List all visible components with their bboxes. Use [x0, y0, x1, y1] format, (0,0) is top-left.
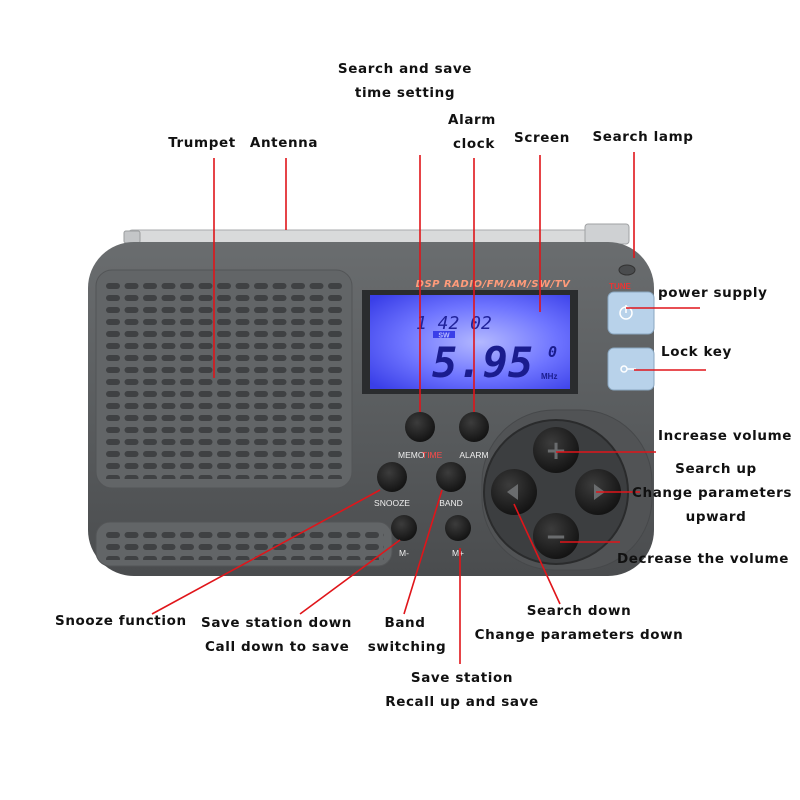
callout-save-station-2: Recall up and save: [385, 694, 539, 710]
callout-band-1: Band: [384, 615, 426, 631]
m-plus-label: M+: [452, 548, 464, 558]
leader-search-down: [513, 503, 561, 605]
svg-text:TUNE: TUNE: [609, 282, 631, 291]
search-down-button[interactable]: [491, 469, 537, 515]
lcd-frequency: 5.95: [432, 338, 533, 387]
leader-snooze: [151, 489, 381, 615]
callout-lock-key: Lock key: [661, 344, 732, 360]
volume-up-button[interactable]: +: [533, 427, 579, 473]
antenna: [123, 223, 630, 245]
callout-save-down-2: Call down to save: [205, 639, 350, 655]
power-button[interactable]: [607, 291, 655, 335]
callout-change-up-1: Change parameters: [632, 485, 793, 501]
lcd-unit: MHz: [541, 372, 557, 381]
callout-antenna: Antenna: [249, 135, 319, 151]
lcd-screen: 1 42 02 SW 5.95 0 MHz: [362, 290, 578, 394]
memo-time-button[interactable]: [405, 412, 435, 442]
minus-icon: −: [545, 522, 567, 552]
callout-search-down-1: Search down: [526, 603, 632, 619]
callout-snooze-function: Snooze function: [55, 613, 187, 629]
left-arrow-icon: [507, 484, 518, 500]
lcd-band: SW: [438, 333, 450, 340]
volume-down-button[interactable]: −: [533, 513, 579, 559]
callout-alarm-2: clock: [453, 136, 495, 152]
alarm-label: ALARM: [459, 450, 488, 460]
panel-text: DSP RADIO/FM/AM/SW/TV: [416, 279, 571, 290]
plus-icon: +: [545, 436, 567, 466]
search-lamp: TUNE: [609, 264, 636, 291]
time-label: TIME: [422, 450, 443, 460]
m-minus-label: M-: [399, 548, 409, 558]
alarm-button[interactable]: [459, 412, 489, 442]
memo-label: MEMO: [398, 450, 425, 460]
callout-decrease-volume: Decrease the volume: [617, 551, 790, 567]
lcd-time: 1 42 02: [416, 313, 492, 334]
snooze-label: SNOOZE: [374, 498, 410, 508]
band-button[interactable]: [436, 462, 466, 492]
callout-save-station-1: Save station: [410, 670, 514, 686]
leader-lines: [151, 152, 706, 664]
callout-screen: Screen: [514, 130, 570, 146]
m-minus-button[interactable]: [391, 515, 417, 541]
callout-band-2: switching: [367, 639, 447, 655]
callout-search-lamp: Search lamp: [592, 129, 694, 145]
callout-alarm-1: Alarm: [448, 112, 496, 128]
callout-search-down-2: Change parameters down: [474, 627, 684, 643]
callout-power-supply: power supply: [658, 285, 768, 301]
callout-search-save-time-1: Search and save: [337, 61, 473, 77]
lock-button[interactable]: [607, 347, 655, 391]
callout-search-save-time-2: time setting: [354, 85, 456, 101]
callout-search-up: Search up: [675, 461, 757, 477]
leader-band: [403, 489, 443, 615]
speaker-grill: [95, 269, 393, 567]
callout-save-down-1: Save station down: [201, 615, 352, 631]
callout-increase-volume: Increase volume: [658, 428, 792, 444]
band-label: BAND: [439, 498, 463, 508]
lcd-band-badge: [433, 331, 455, 338]
leader-save-down: [299, 539, 401, 615]
lcd-digit: 0: [548, 343, 557, 361]
callout-change-up-2: upward: [685, 509, 747, 525]
snooze-button[interactable]: [377, 462, 407, 492]
callout-trumpet: Trumpet: [168, 135, 236, 151]
m-plus-button[interactable]: [445, 515, 471, 541]
